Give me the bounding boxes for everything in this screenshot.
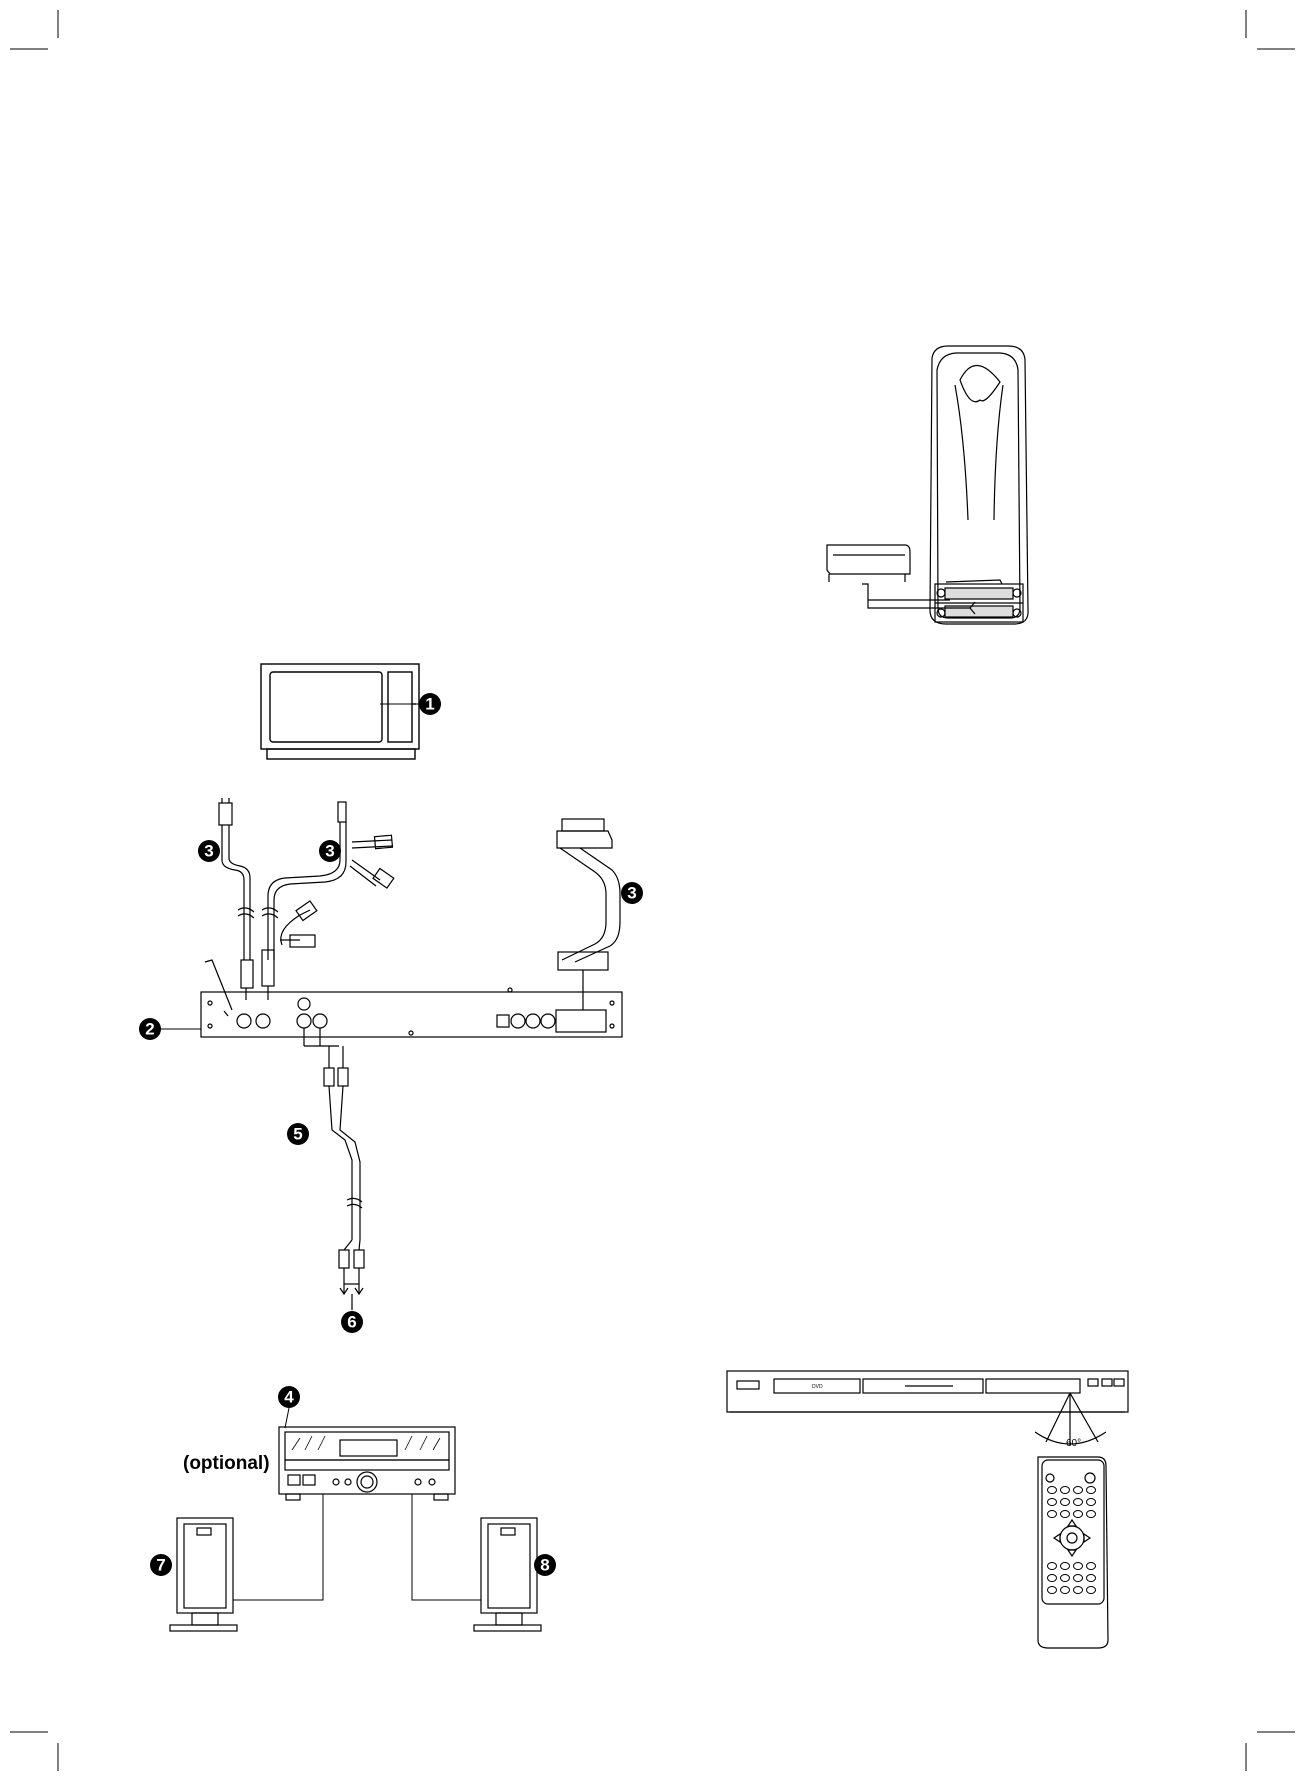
callout-5-number: 5 <box>293 1125 302 1144</box>
remote-key <box>1087 1587 1096 1594</box>
dvd-front-panel <box>727 1371 1128 1446</box>
scart-cable <box>557 819 620 1010</box>
remote-key <box>1048 1575 1057 1582</box>
remote-key <box>1061 1575 1070 1582</box>
remote-key <box>1074 1487 1083 1494</box>
callout-7: 7 <box>150 1554 172 1576</box>
tv-illustration <box>261 664 419 759</box>
crop-marks <box>10 10 1295 1771</box>
remote-key <box>1087 1575 1096 1582</box>
remote-key <box>1074 1587 1083 1594</box>
remote-key <box>1087 1499 1096 1506</box>
remote-key <box>1074 1511 1083 1518</box>
remote-key <box>1087 1511 1096 1518</box>
callout-2-number: 2 <box>145 1020 154 1039</box>
amp-meter-lines <box>292 1436 440 1450</box>
callout-3-scart-number: 3 <box>627 884 636 903</box>
callout-4-number: 4 <box>284 1388 294 1407</box>
callout-3-svideo: 3 <box>198 840 220 862</box>
callout-1: 1 <box>419 693 441 715</box>
callout-8: 8 <box>534 1554 556 1576</box>
remote-key <box>1061 1587 1070 1594</box>
callout-5: 5 <box>287 1123 309 1145</box>
remote-control-front <box>1038 1457 1108 1648</box>
player-logo-text: DVD <box>812 1384 823 1390</box>
amplifier-illustration <box>279 1427 455 1500</box>
remote-key <box>1048 1563 1057 1570</box>
speaker-left <box>170 1518 237 1631</box>
remote-key <box>1061 1511 1070 1518</box>
speaker-right <box>474 1518 541 1631</box>
callout-3-scart: 3 <box>621 882 643 904</box>
viewing-angle-label: 60° <box>1066 1438 1081 1449</box>
remote-key <box>1061 1487 1070 1494</box>
remote-key <box>1074 1575 1083 1582</box>
remote-key <box>1074 1499 1083 1506</box>
svideo-cable <box>219 798 254 1000</box>
remote-key <box>1061 1563 1070 1570</box>
remote-key <box>1074 1563 1083 1570</box>
callout-4: 4 <box>278 1386 300 1408</box>
speaker-wires <box>233 1494 481 1600</box>
callout-6-number: 6 <box>347 1313 356 1332</box>
remote-key <box>1048 1499 1057 1506</box>
av-cable <box>262 802 394 1000</box>
remote-key <box>1048 1587 1057 1594</box>
remote-key <box>1048 1511 1057 1518</box>
callout-2: 2 <box>139 1018 201 1040</box>
remote-key <box>1087 1487 1096 1494</box>
callout-7-number: 7 <box>156 1556 165 1575</box>
audio-cable <box>304 1028 364 1310</box>
callout-8-number: 8 <box>540 1556 549 1575</box>
callout-3-av-number: 3 <box>325 842 334 861</box>
optional-label: (optional) <box>183 1453 270 1474</box>
remote-battery-illustration <box>827 346 1028 624</box>
remote-key <box>1061 1499 1070 1506</box>
callout-3-svideo-number: 3 <box>204 842 213 861</box>
remote-key <box>1087 1563 1096 1570</box>
callout-3-av: 3 <box>319 840 341 862</box>
callout-6: 6 <box>341 1311 363 1333</box>
remote-key <box>1048 1487 1057 1494</box>
callout-1-number: 1 <box>425 695 434 714</box>
dvd-rear-panel <box>201 960 622 1037</box>
remote-keypad <box>1048 1487 1096 1594</box>
